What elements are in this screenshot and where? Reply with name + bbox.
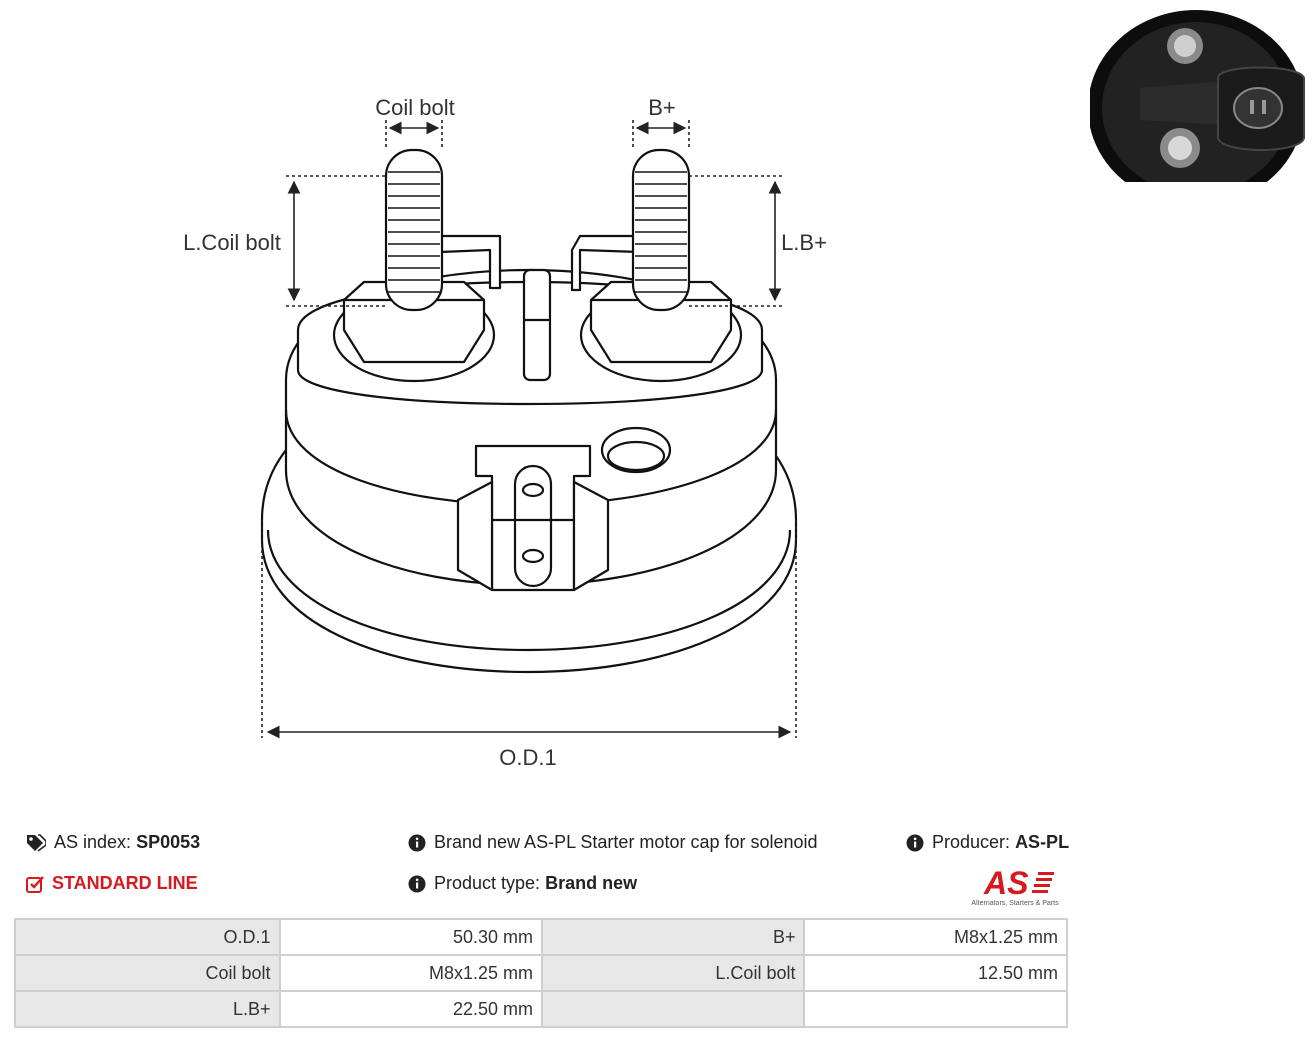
info-icon bbox=[408, 834, 426, 851]
spec-label: O.D.1 bbox=[14, 918, 281, 956]
as-index-label: AS index: bbox=[54, 832, 132, 852]
coil-bolt-label: Coil bolt bbox=[375, 95, 454, 120]
info-icon bbox=[408, 875, 426, 892]
product-type-label: Product type: bbox=[434, 873, 541, 893]
description-text: Brand new AS-PL Starter motor cap for so… bbox=[434, 832, 818, 852]
as-pl-logo[interactable]: AS Alternators, Starters & Parts bbox=[962, 866, 1068, 908]
spec-label: L.B+ bbox=[14, 990, 281, 1028]
product-type-value: Brand new bbox=[545, 873, 638, 893]
spec-value: M8x1.25 mm bbox=[803, 918, 1068, 956]
spec-value: 12.50 mm bbox=[803, 954, 1068, 992]
producer-label: Producer: bbox=[932, 832, 1011, 852]
description: Brand new AS-PL Starter motor cap for so… bbox=[408, 832, 818, 853]
l-b-plus-label: L.B+ bbox=[781, 230, 827, 255]
as-index-value: SP0053 bbox=[136, 832, 201, 852]
product-photo[interactable] bbox=[1090, 8, 1308, 182]
tag-icon bbox=[27, 833, 46, 852]
b-plus-label: B+ bbox=[648, 95, 676, 120]
spec-value: M8x1.25 mm bbox=[278, 954, 543, 992]
spec-label: Coil bolt bbox=[14, 954, 281, 992]
info-icon bbox=[906, 834, 924, 851]
producer: Producer: AS-PL bbox=[906, 832, 1069, 853]
logo-brand: AS bbox=[983, 866, 1029, 901]
standard-line-label: STANDARD LINE bbox=[52, 873, 198, 893]
as-index: AS index: SP0053 bbox=[26, 832, 200, 853]
producer-value: AS-PL bbox=[1015, 832, 1070, 852]
logo-tagline: Alternators, Starters & Parts bbox=[971, 900, 1059, 907]
spec-value: 22.50 mm bbox=[278, 990, 543, 1028]
standard-line: STANDARD LINE bbox=[26, 873, 198, 894]
spec-label: B+ bbox=[540, 918, 806, 956]
check-square-icon bbox=[26, 875, 44, 893]
spec-label: L.Coil bolt bbox=[540, 954, 806, 992]
od1-label: O.D.1 bbox=[499, 745, 556, 770]
spec-label bbox=[540, 990, 806, 1028]
product-type: Product type: Brand new bbox=[408, 873, 637, 894]
solenoid-cap-diagram: Coil bolt B+ L.Coil bolt L.B+ O.D.1 bbox=[183, 95, 827, 770]
table-row: L.B+22.50 mm bbox=[14, 990, 1068, 1028]
spec-value bbox=[803, 990, 1068, 1028]
spec-value: 50.30 mm bbox=[278, 918, 543, 956]
l-coil-bolt-label: L.Coil bolt bbox=[183, 230, 281, 255]
